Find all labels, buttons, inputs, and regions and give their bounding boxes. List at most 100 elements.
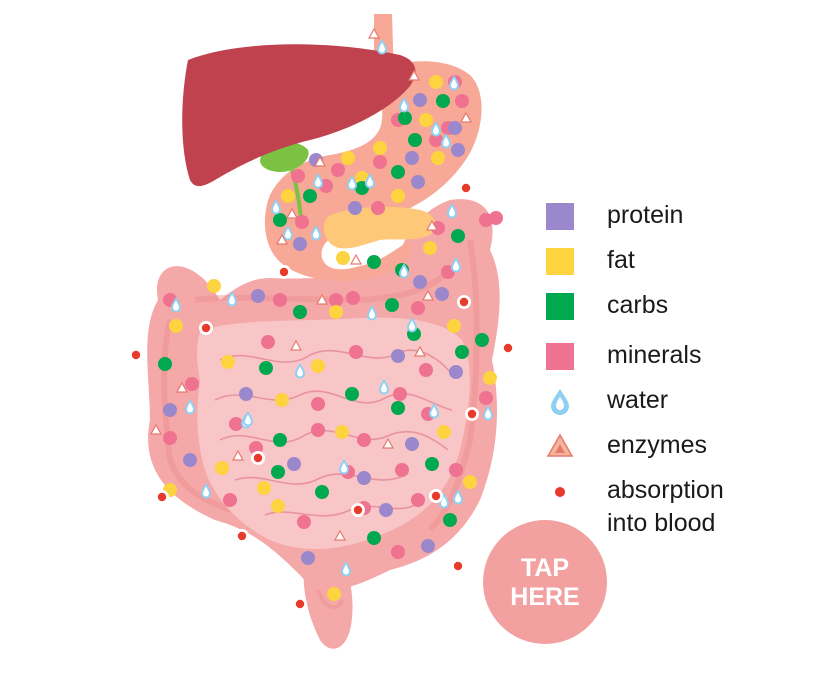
carbs-particle	[398, 111, 412, 125]
carbs-particle	[273, 433, 287, 447]
protein-particle	[451, 143, 465, 157]
carbs-particle	[425, 457, 439, 471]
minerals-particle	[411, 493, 425, 507]
protein-particle	[251, 289, 265, 303]
protein-particle	[405, 151, 419, 165]
legend-item-enzymes: enzymes	[545, 426, 805, 466]
legend-label-water: water	[607, 386, 669, 414]
legend-label-fat: fat	[607, 246, 635, 274]
fat-particle	[335, 425, 349, 439]
fat-particle	[429, 75, 443, 89]
fat-particle	[271, 499, 285, 513]
fat-particle	[207, 279, 221, 293]
fat-particle	[419, 113, 433, 127]
enzyme-marker	[350, 254, 362, 265]
legend-label-protein: protein	[607, 201, 684, 229]
enzyme-triangle-icon	[545, 431, 575, 461]
legend-item-minerals: minerals	[545, 336, 805, 376]
legend-item-fat: fat	[545, 241, 805, 281]
protein-particle	[239, 387, 253, 401]
fat-particle	[327, 587, 341, 601]
legend-label-enzymes: enzymes	[607, 431, 708, 459]
minerals-particle	[411, 301, 425, 315]
legend-item-absorption: absorption into blood	[545, 471, 805, 546]
fat-particle	[257, 481, 271, 495]
absorption-marker	[457, 295, 471, 309]
carbs-particle	[259, 361, 273, 375]
carbs-particle	[345, 387, 359, 401]
minerals-particle	[346, 291, 360, 305]
absorption-marker	[277, 265, 291, 279]
minerals-particle	[393, 387, 407, 401]
carbs-particle	[303, 189, 317, 203]
fat-swatch-icon	[545, 246, 575, 276]
minerals-particle	[329, 293, 343, 307]
minerals-particle	[349, 345, 363, 359]
absorption-marker	[451, 559, 465, 573]
blood-dot-icon	[545, 476, 575, 506]
carbs-particle	[293, 305, 307, 319]
absorption-marker	[459, 181, 473, 195]
protein-particle	[379, 503, 393, 517]
legend-item-protein: protein	[545, 196, 805, 236]
carbs-particle	[271, 465, 285, 479]
absorption-marker	[429, 489, 443, 503]
protein-swatch-icon	[545, 201, 575, 231]
fat-particle	[281, 189, 295, 203]
fat-particle	[431, 151, 445, 165]
tap-here-label: TAP HERE	[510, 554, 580, 611]
minerals-particle	[455, 94, 469, 108]
fat-particle	[423, 241, 437, 255]
protein-particle	[348, 201, 362, 215]
absorption-marker	[251, 451, 265, 465]
carbs-particle	[451, 229, 465, 243]
carbs-particle	[475, 333, 489, 347]
minerals-particle	[261, 335, 275, 349]
minerals-particle	[331, 163, 345, 177]
protein-particle	[449, 365, 463, 379]
minerals-particle	[395, 463, 409, 477]
tap-here-button[interactable]: TAP HERE	[483, 520, 607, 644]
minerals-particle	[479, 391, 493, 405]
minerals-particle	[185, 377, 199, 391]
fat-particle	[275, 393, 289, 407]
fat-particle	[215, 461, 229, 475]
legend-item-water: water	[545, 381, 805, 421]
protein-particle	[411, 175, 425, 189]
carbs-particle	[391, 401, 405, 415]
absorption-marker	[351, 503, 365, 517]
carbs-particle	[367, 531, 381, 545]
minerals-particle	[373, 155, 387, 169]
absorption-marker	[501, 341, 515, 355]
fat-particle	[341, 151, 355, 165]
minerals-particle	[291, 169, 305, 183]
fat-particle	[311, 359, 325, 373]
fat-particle	[221, 355, 235, 369]
legend-label-minerals: minerals	[607, 341, 702, 369]
pancreas	[323, 206, 436, 249]
fat-particle	[169, 319, 183, 333]
protein-particle	[405, 437, 419, 451]
absorption-marker	[465, 407, 479, 421]
minerals-particle	[449, 463, 463, 477]
minerals-particle	[311, 423, 325, 437]
minerals-particle	[223, 493, 237, 507]
liver	[182, 44, 416, 187]
carbs-particle	[408, 133, 422, 147]
legend-label-absorption: absorption into blood	[607, 476, 724, 537]
minerals-particle	[311, 397, 325, 411]
protein-particle	[391, 349, 405, 363]
nutrient-particles	[158, 75, 503, 601]
minerals-particle	[273, 293, 287, 307]
minerals-particle	[419, 363, 433, 377]
legend-item-carbs: carbs	[545, 286, 805, 326]
minerals-particle	[295, 215, 309, 229]
protein-particle	[448, 121, 462, 135]
minerals-particle	[489, 211, 503, 225]
minerals-particle	[163, 431, 177, 445]
carbs-particle	[391, 165, 405, 179]
carbs-swatch-icon	[545, 291, 575, 321]
minerals-particle	[391, 545, 405, 559]
protein-particle	[435, 287, 449, 301]
